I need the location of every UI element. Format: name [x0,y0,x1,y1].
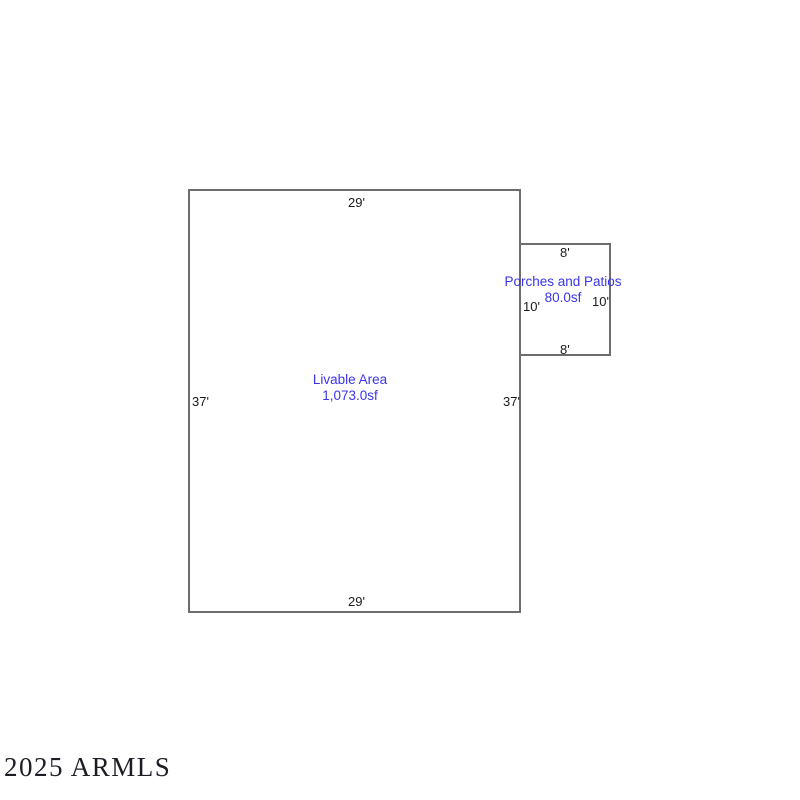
porches-and-patios-label: Porches and Patios 80.0sf [504,274,621,306]
porches-and-patios-dimension-left: 10' [523,299,540,314]
livable-area-dimension-bottom: 29' [348,594,365,609]
livable-area-dimension-top: 29' [348,195,365,210]
porches-and-patios-dimension-right: 10' [592,294,609,309]
livable-area-dimension-right: 37' [503,394,520,409]
livable-area-outline [188,189,521,613]
porches-and-patios-dimension-bottom: 8' [560,342,570,357]
watermark: 2025 ARMLS [4,752,304,782]
porches-and-patios-size: 80.0sf [544,289,582,305]
porches-and-patios-outline [521,243,611,356]
livable-area-size: 1,073.0sf [322,387,378,403]
livable-area-name: Livable Area [312,372,388,387]
porches-and-patios-dimension-top: 8' [560,245,570,260]
livable-area-dimension-left: 37' [192,394,209,409]
watermark-text: 2025 ARMLS [4,752,172,782]
porches-and-patios-name: Porches and Patios [504,274,622,289]
livable-area-label: Livable Area 1,073.0sf [313,372,387,404]
